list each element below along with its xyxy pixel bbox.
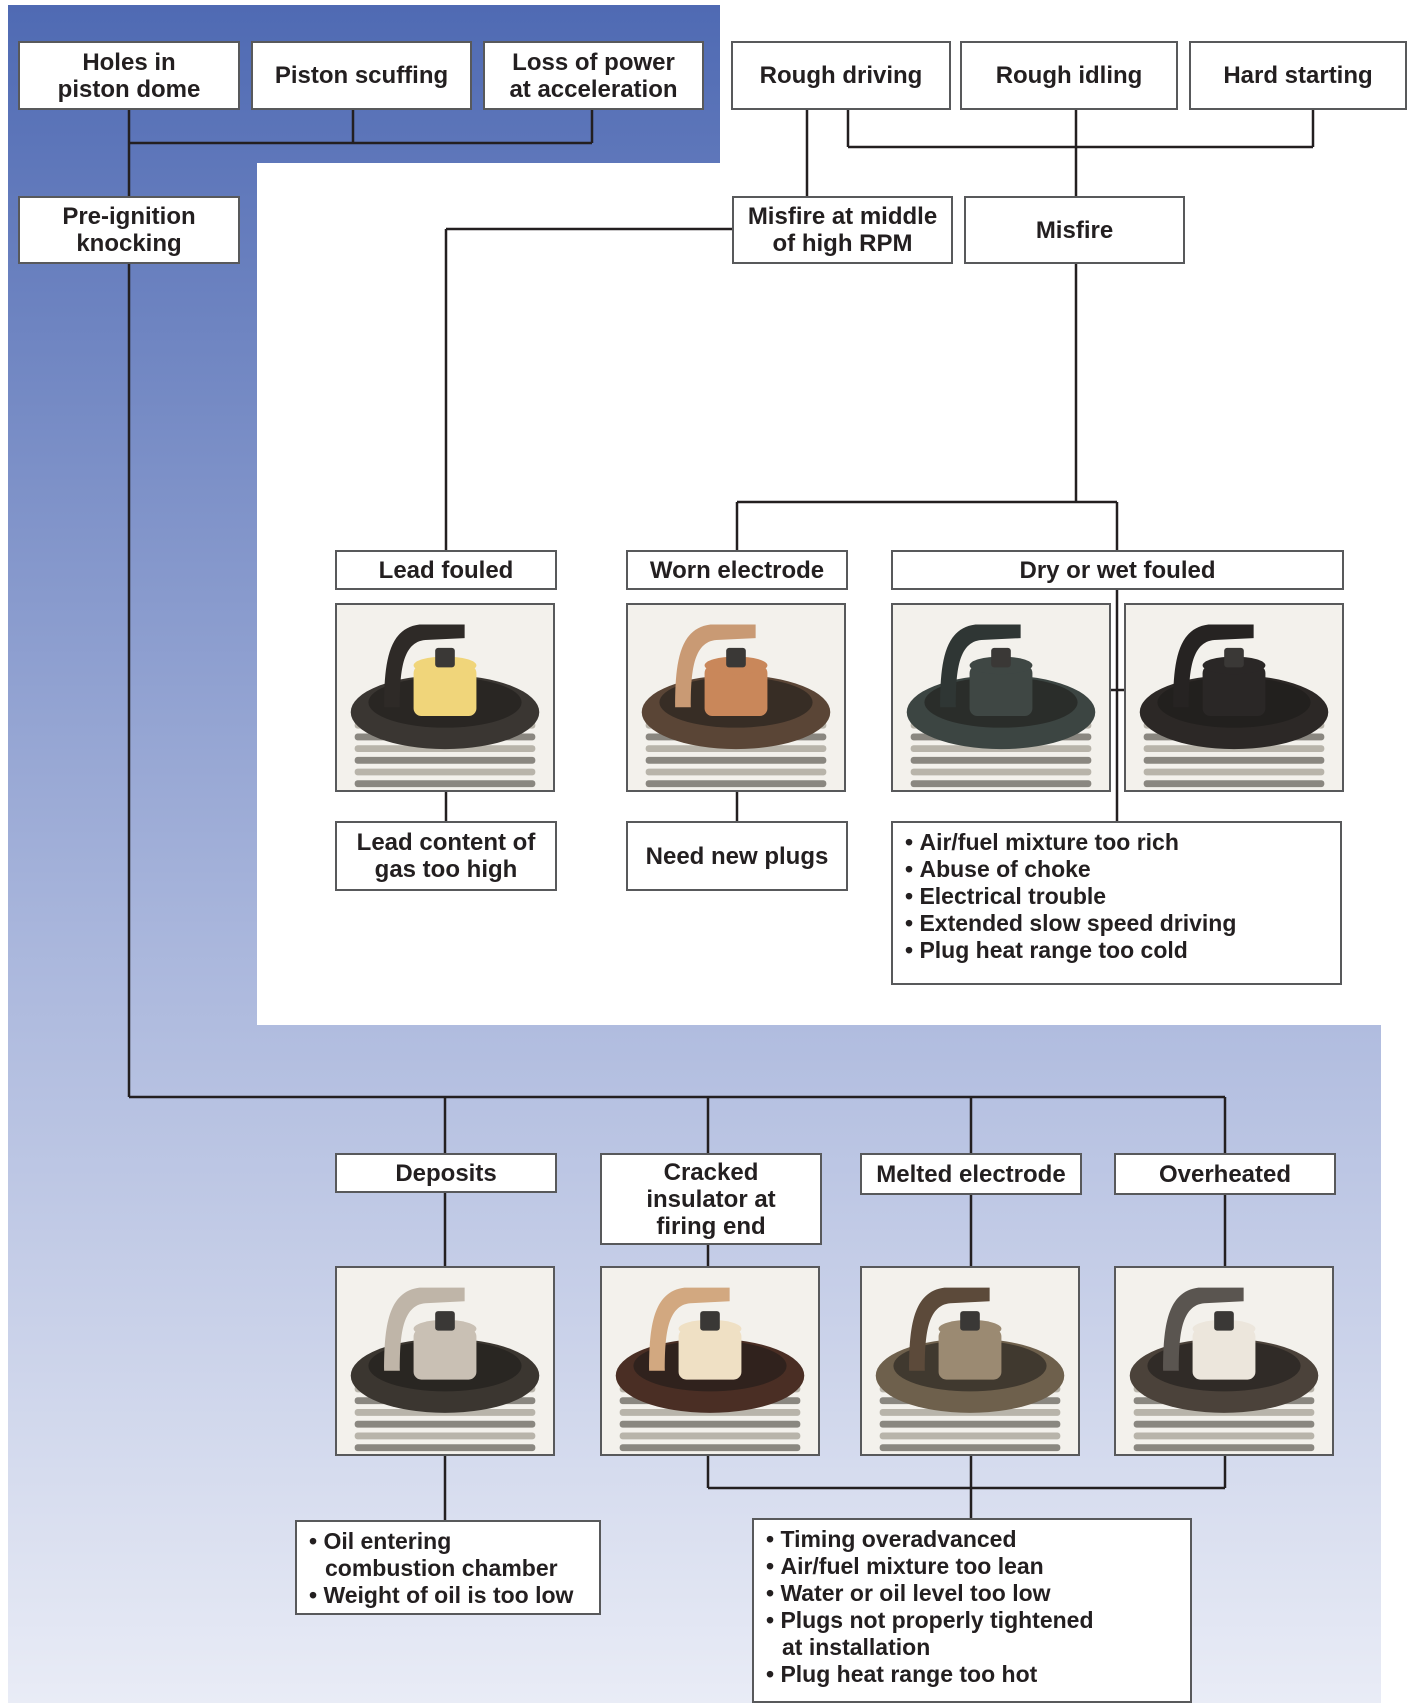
condition-lead-fouled: Lead fouled bbox=[335, 550, 557, 590]
thread-ridge bbox=[1133, 1432, 1315, 1440]
connector-lines bbox=[127, 110, 1315, 1520]
cause-item: Water or oil level too low bbox=[766, 1580, 1180, 1607]
center-electrode bbox=[991, 647, 1011, 668]
symptom-rough-idling: Rough idling bbox=[960, 41, 1178, 110]
thread-ridge bbox=[1143, 768, 1325, 776]
spark-plug-illustration bbox=[906, 624, 1096, 788]
cause-list-heat: Timing overadvanced Air/fuel mixture too… bbox=[752, 1518, 1192, 1703]
ground-electrode bbox=[675, 624, 756, 708]
center-electrode bbox=[960, 1311, 980, 1331]
lead-fouled-plug-photo bbox=[335, 603, 555, 792]
ground-electrode bbox=[384, 1287, 465, 1371]
center-electrode bbox=[435, 647, 455, 668]
dry-fouled-plug-photo bbox=[891, 603, 1111, 792]
ground-electrode bbox=[384, 624, 465, 708]
spark-plug-illustration bbox=[615, 1287, 805, 1452]
thread-ridge bbox=[645, 780, 827, 788]
pre-ignition-knocking-box: Pre-ignition knocking bbox=[18, 196, 240, 264]
condition-cracked-insulator: Cracked insulator at firing end bbox=[600, 1153, 822, 1245]
cause-item: Oil entering combustion chamber bbox=[309, 1528, 589, 1582]
thread-ridge bbox=[619, 1432, 801, 1440]
cause-lead-content: Lead content of gas too high bbox=[335, 821, 557, 891]
ground-electrode bbox=[649, 1287, 730, 1371]
thread-ridge bbox=[910, 756, 1092, 764]
cause-item: Plug heat range too hot bbox=[766, 1661, 1180, 1688]
center-electrode bbox=[435, 1311, 455, 1331]
symptom-holes-in-piston-dome: Holes in piston dome bbox=[18, 41, 240, 110]
plug-insulator bbox=[1202, 665, 1266, 716]
cause-item: Timing overadvanced bbox=[766, 1526, 1180, 1553]
plug-insulator bbox=[1192, 1328, 1256, 1380]
thread-ridge bbox=[354, 1444, 536, 1452]
cause-item: Plugs not properly tightened at installa… bbox=[766, 1607, 1180, 1661]
thread-ridge bbox=[1133, 1420, 1315, 1428]
misfire-box: Misfire bbox=[964, 196, 1185, 264]
thread-ridge bbox=[879, 1420, 1061, 1428]
condition-melted-electrode: Melted electrode bbox=[860, 1153, 1082, 1195]
overheated-plug-photo bbox=[1114, 1266, 1334, 1456]
wet-fouled-plug-photo bbox=[1124, 603, 1344, 792]
cause-item: Weight of oil is too low bbox=[309, 1582, 589, 1609]
center-electrode bbox=[1224, 647, 1244, 668]
symptom-hard-starting: Hard starting bbox=[1189, 41, 1407, 110]
spark-plug-illustration bbox=[1129, 1287, 1319, 1452]
condition-worn-electrode: Worn electrode bbox=[626, 550, 848, 590]
ground-electrode bbox=[1173, 624, 1254, 708]
symptom-rough-driving: Rough driving bbox=[731, 41, 951, 110]
thread-ridge bbox=[910, 780, 1092, 788]
cause-need-new-plugs: Need new plugs bbox=[626, 821, 848, 891]
condition-deposits: Deposits bbox=[335, 1153, 557, 1193]
spark-plug-illustration bbox=[350, 1287, 540, 1452]
thread-ridge bbox=[354, 1432, 536, 1440]
spark-plug-illustration bbox=[350, 624, 540, 788]
thread-ridge bbox=[619, 1444, 801, 1452]
plug-insulator bbox=[969, 665, 1033, 716]
thread-ridge bbox=[1143, 756, 1325, 764]
spark-plug-illustration bbox=[1139, 624, 1329, 788]
center-electrode bbox=[1214, 1311, 1234, 1331]
thread-ridge bbox=[354, 768, 536, 776]
thread-ridge bbox=[354, 1420, 536, 1428]
plug-insulator bbox=[938, 1328, 1002, 1380]
cause-item: Electrical trouble bbox=[905, 883, 1330, 910]
melted-electrode-plug-photo bbox=[860, 1266, 1080, 1456]
cause-item: Air/fuel mixture too rich bbox=[905, 829, 1330, 856]
spark-plug-illustration bbox=[641, 624, 831, 788]
plug-insulator bbox=[704, 665, 768, 716]
condition-dry-or-wet-fouled: Dry or wet fouled bbox=[891, 550, 1344, 590]
thread-ridge bbox=[645, 768, 827, 776]
thread-ridge bbox=[619, 1420, 801, 1428]
center-electrode bbox=[726, 647, 746, 668]
plug-insulator bbox=[413, 1328, 477, 1380]
plug-insulator bbox=[678, 1328, 742, 1380]
thread-ridge bbox=[910, 768, 1092, 776]
deposits-plug-photo bbox=[335, 1266, 555, 1456]
cracked-insulator-plug-photo bbox=[600, 1266, 820, 1456]
cause-item: Air/fuel mixture too lean bbox=[766, 1553, 1180, 1580]
center-electrode bbox=[700, 1311, 720, 1331]
plug-insulator bbox=[413, 665, 477, 716]
ground-electrode bbox=[940, 624, 1021, 708]
thread-ridge bbox=[645, 756, 827, 764]
thread-ridge bbox=[354, 780, 536, 788]
symptom-piston-scuffing: Piston scuffing bbox=[251, 41, 472, 110]
symptom-loss-of-power: Loss of power at acceleration bbox=[483, 41, 704, 110]
worn-electrode-plug-photo bbox=[626, 603, 846, 792]
ground-electrode bbox=[909, 1287, 990, 1371]
thread-ridge bbox=[354, 756, 536, 764]
thread-ridge bbox=[879, 1432, 1061, 1440]
thread-ridge bbox=[1133, 1444, 1315, 1452]
cause-list-fouled: Air/fuel mixture too rich Abuse of choke… bbox=[891, 821, 1342, 985]
condition-overheated: Overheated bbox=[1114, 1153, 1336, 1195]
thread-ridge bbox=[1143, 780, 1325, 788]
cause-item: Plug heat range too cold bbox=[905, 937, 1330, 964]
cause-item: Abuse of choke bbox=[905, 856, 1330, 883]
ground-electrode bbox=[1163, 1287, 1244, 1371]
cause-list-deposits: Oil entering combustion chamber Weight o… bbox=[295, 1520, 601, 1615]
spark-plug-illustration bbox=[875, 1287, 1065, 1452]
misfire-high-rpm-box: Misfire at middle of high RPM bbox=[732, 196, 953, 264]
thread-ridge bbox=[879, 1444, 1061, 1452]
cause-item: Extended slow speed driving bbox=[905, 910, 1330, 937]
